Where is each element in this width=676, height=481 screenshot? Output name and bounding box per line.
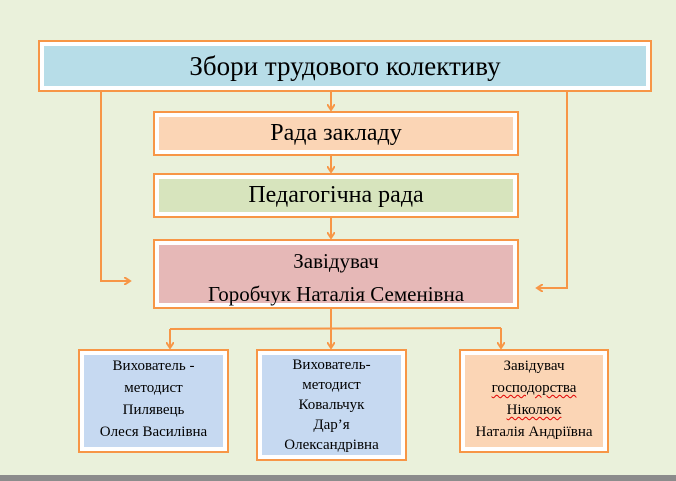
sub2-line: Вихователь-: [292, 357, 371, 373]
sub1-line: Вихователь -: [112, 358, 195, 374]
sub2-line: Ковальчук: [298, 397, 365, 413]
head-title: Завідувач: [293, 249, 379, 273]
subordinate-box-1: Вихователь - методист Пилявець Олеся Вас…: [78, 349, 229, 453]
subordinate-box-3: Завідувач господорства Ніколюк Наталія А…: [459, 349, 609, 453]
sub3-line: Завідувач: [503, 358, 565, 374]
sub3-line: Наталія Андріївна: [475, 424, 593, 440]
sub3-line: господорства: [491, 380, 577, 396]
pedagogical-council-box: Педагогічна рада: [153, 173, 519, 218]
sub1-line: Олеся Василівна: [99, 424, 208, 440]
institution-council-box: Рада закладу: [153, 111, 519, 156]
general-meeting-label: Збори трудового колективу: [44, 46, 646, 86]
head-box: Завідувач Горобчук Наталія Семенівна: [153, 239, 519, 309]
institution-council-label: Рада закладу: [159, 117, 513, 150]
sub3-line: Ніколюк: [506, 402, 562, 418]
arrow-meeting-to-head-left: [100, 91, 130, 281]
sub2-line: Олександрівна: [284, 437, 379, 453]
general-meeting-box: Збори трудового колективу: [38, 40, 652, 92]
sub1-line: Пилявець: [122, 402, 185, 418]
head-name: Горобчук Наталія Семенівна: [207, 282, 465, 306]
bottom-bar: [0, 475, 676, 481]
sub1-line: методист: [124, 380, 183, 396]
pedagogical-council-label: Педагогічна рада: [159, 179, 513, 212]
arrow-meeting-to-head-right: [537, 91, 568, 288]
sub2-line: методист: [302, 377, 361, 393]
sub2-line: Дар’я: [313, 417, 350, 433]
subordinate-box-2: Вихователь- методист Ковальчук Дар’я Оле…: [256, 349, 407, 461]
